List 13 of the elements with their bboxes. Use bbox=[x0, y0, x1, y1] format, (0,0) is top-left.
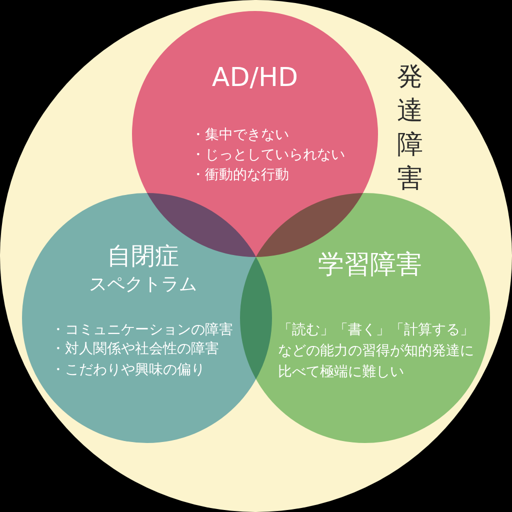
bullet-text: ・対人関係や社会性の障害 bbox=[51, 342, 219, 356]
circle-title: AD/HD bbox=[212, 65, 298, 91]
circle-title: 自閉症 bbox=[107, 244, 179, 268]
bullet-text: ・コミュニケーションの障害 bbox=[51, 323, 233, 337]
bullet-text: ・衝動的な行動 bbox=[191, 168, 289, 182]
vertical-title: 発達障害 bbox=[397, 61, 423, 196]
bullet-text: ・じっとしていられない bbox=[191, 148, 345, 162]
bullet-text: ・集中できない bbox=[191, 128, 289, 142]
circle-subtitle: スペクトラム bbox=[89, 276, 197, 294]
description-text: 「読む」「書く」「計算する」などの能力の習得が知的発達に比べて極端に難しい bbox=[278, 321, 475, 382]
bullet-text: ・こだわりや興味の偏り bbox=[51, 363, 205, 377]
venn-circle bbox=[240, 193, 490, 443]
circle-title: 学習障害 bbox=[318, 252, 422, 278]
